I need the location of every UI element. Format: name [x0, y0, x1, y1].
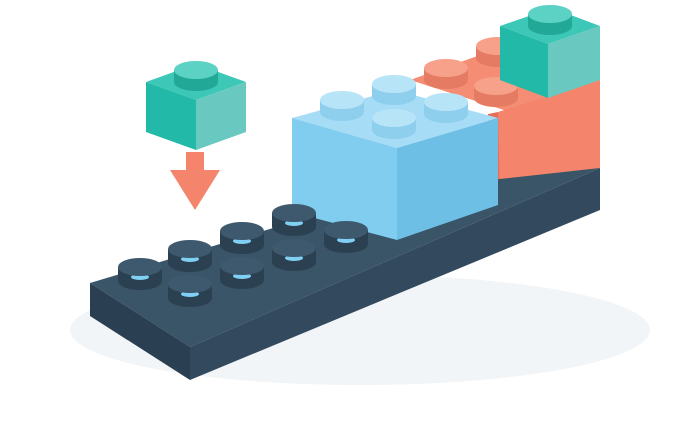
base-stud: [324, 221, 368, 253]
teal-stud: [174, 61, 218, 91]
teal-brick-falling: [146, 61, 246, 150]
base-stud: [272, 239, 316, 271]
blue-stud: [372, 109, 416, 139]
down-arrow-icon: [170, 152, 220, 210]
base-stud: [118, 258, 162, 290]
blue-stud: [320, 91, 364, 121]
blue-stud: [424, 93, 468, 123]
coral-stud: [424, 59, 468, 89]
base-stud: [220, 257, 264, 289]
blue-stud: [372, 75, 416, 105]
teal-brick-top-right: [500, 5, 600, 98]
base-stud: [168, 275, 212, 307]
base-stud: [220, 222, 264, 254]
teal-stud: [528, 5, 572, 35]
base-stud: [272, 204, 316, 236]
base-stud: [168, 240, 212, 272]
